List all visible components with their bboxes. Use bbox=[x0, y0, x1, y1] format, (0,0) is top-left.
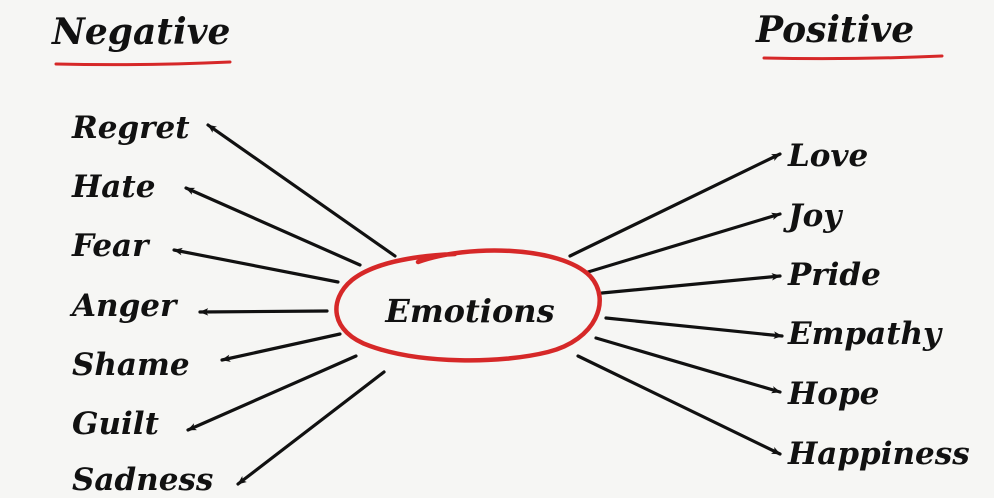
negative-item-regret: Regret bbox=[71, 110, 190, 146]
positive-arrows bbox=[568, 152, 784, 456]
negative-heading: Negative bbox=[51, 11, 230, 53]
negative-arrows bbox=[172, 123, 397, 486]
negative-item-anger: Anger bbox=[69, 288, 179, 324]
arrow-to-hate bbox=[184, 186, 362, 267]
positive-item-hope: Hope bbox=[787, 376, 879, 412]
arrow-to-love bbox=[568, 152, 782, 258]
arrow-to-hope bbox=[594, 336, 782, 394]
positive-heading-underline bbox=[762, 54, 944, 61]
negative-item-hate: Hate bbox=[71, 169, 155, 205]
negative-item-fear: Fear bbox=[71, 228, 151, 264]
arrow-to-shame bbox=[220, 332, 342, 362]
arrow-to-regret bbox=[206, 123, 397, 258]
positive-item-empathy: Empathy bbox=[787, 316, 943, 352]
positive-heading: Positive bbox=[755, 9, 914, 51]
negative-item-sadness: Sadness bbox=[72, 462, 213, 498]
negative-item-shame: Shame bbox=[72, 347, 190, 383]
positive-items: Love Joy Pride Empathy Hope Happiness bbox=[783, 138, 970, 472]
arrow-to-guilt bbox=[186, 354, 358, 432]
negative-heading-underline bbox=[54, 60, 232, 67]
arrow-to-sadness bbox=[236, 370, 386, 486]
negative-items: Regret Hate Fear Anger Shame Guilt Sadne… bbox=[69, 110, 213, 498]
positive-item-pride: Pride bbox=[787, 257, 881, 293]
center-label: Emotions bbox=[384, 292, 554, 330]
arrow-to-joy bbox=[586, 212, 782, 274]
center-ellipse bbox=[334, 248, 602, 363]
arrow-to-pride bbox=[600, 273, 782, 295]
arrow-to-empathy bbox=[604, 316, 784, 339]
arrow-to-happiness bbox=[576, 354, 782, 456]
positive-item-happiness: Happiness bbox=[787, 436, 970, 472]
positive-item-love: Love bbox=[787, 138, 868, 174]
arrow-to-anger bbox=[198, 308, 329, 316]
positive-item-joy: Joy bbox=[783, 198, 843, 234]
negative-item-guilt: Guilt bbox=[72, 406, 160, 442]
arrow-to-fear bbox=[172, 247, 340, 284]
